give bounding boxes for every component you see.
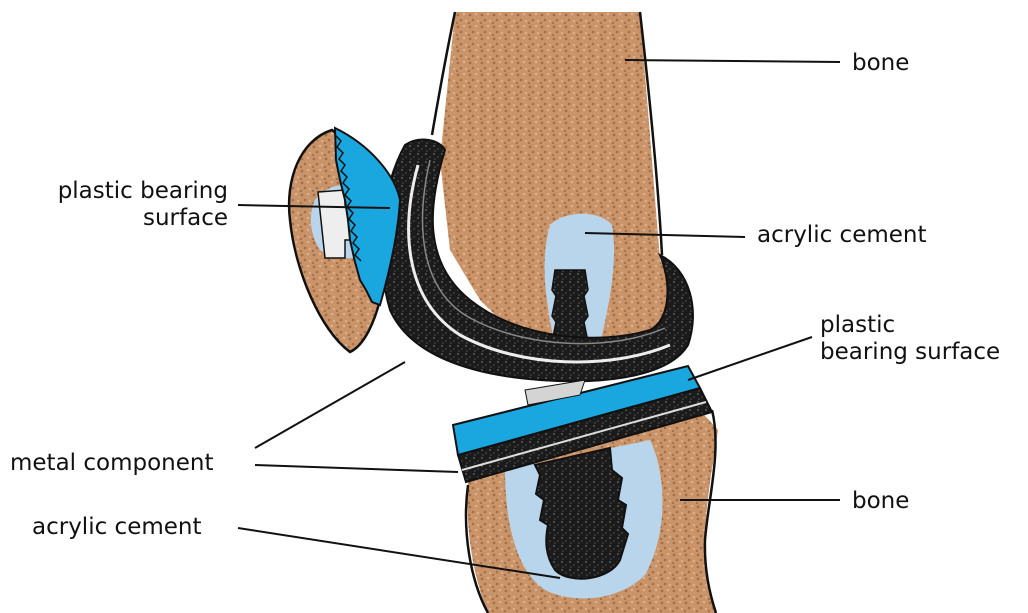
leader-metal-component-2	[255, 465, 458, 472]
label-acrylic-cement-upper: acrylic cement	[757, 222, 927, 248]
label-plastic-bearing-left-line2: surface	[143, 205, 228, 231]
label-metal-component: metal component	[10, 450, 214, 476]
label-plastic-bearing-right-line1: plastic	[820, 312, 895, 338]
leader-metal-component-1	[255, 362, 405, 448]
label-acrylic-cement-lower: acrylic cement	[32, 514, 202, 540]
label-plastic-bearing-right-line2: bearing surface	[820, 339, 1000, 365]
leader-bone-upper	[625, 60, 840, 62]
label-bone-lower: bone	[852, 488, 909, 514]
label-plastic-bearing-left-line1: plastic bearing	[58, 178, 228, 204]
leader-plastic-bearing-right	[688, 337, 812, 380]
label-bone-upper: bone	[852, 50, 909, 76]
femoral-peg	[552, 270, 588, 342]
